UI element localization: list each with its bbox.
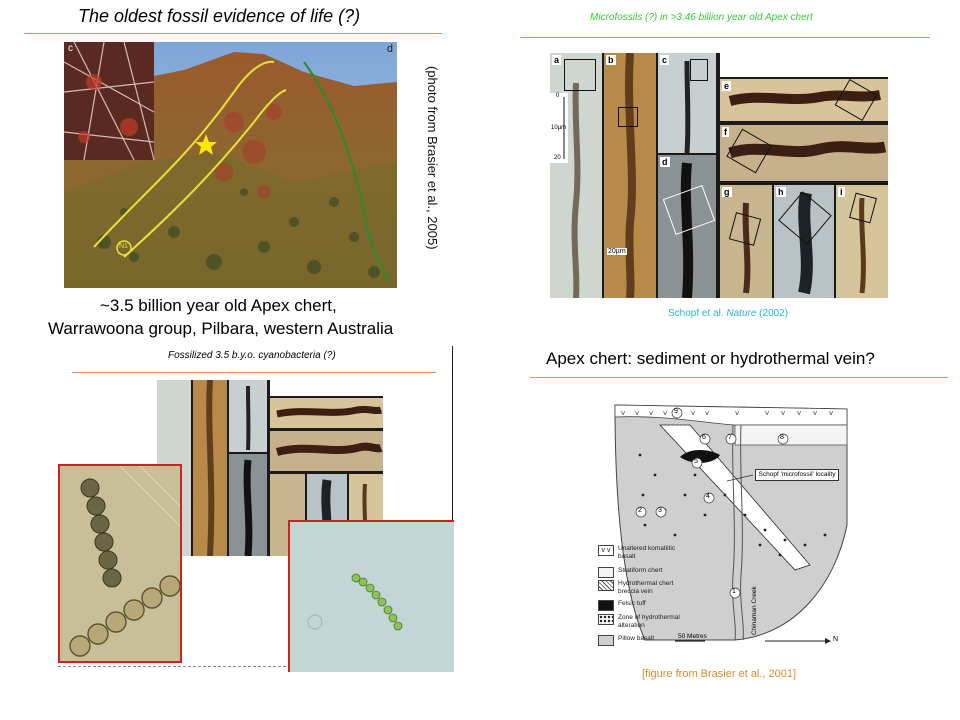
plate-panel-e: e	[722, 81, 732, 91]
circled-num-3: 3	[658, 507, 662, 514]
scale-tick-10: 10µm	[551, 125, 567, 131]
schopf-credit-journal: Nature	[726, 308, 757, 319]
plate-panel-b: b	[606, 55, 616, 65]
apex-question-divider	[530, 377, 948, 378]
plate-panel-h: h	[776, 187, 786, 197]
legend-basalt-text: Unaltered komatiitic basalt	[618, 545, 676, 560]
svg-text:v: v	[797, 409, 801, 417]
oldest-fossil-title: The oldest fossil evidence of life (?)	[78, 6, 361, 26]
scale-tick-20: 20	[554, 155, 561, 161]
legend-pillow-text: Pillow basalt	[618, 635, 655, 642]
apex-chert-outcrop-photo: c d N1	[64, 42, 397, 288]
outcrop-caption-line1: ~3.5 billion year old Apex chert,	[100, 296, 337, 315]
scale-bar-label: 20µm	[607, 248, 627, 255]
schopf-credit-author: Schopf	[668, 308, 700, 319]
svg-text:v: v	[635, 409, 639, 417]
circled-num-9: 9	[674, 408, 678, 415]
svg-text:v: v	[781, 409, 785, 417]
microfossils-divider	[520, 37, 930, 38]
plate-panel-g: g	[722, 187, 732, 197]
brasier-figure-credit: [figure from Brasier et al., 2001]	[642, 668, 797, 680]
n1-marker-label: N1	[119, 243, 128, 250]
svg-text:v: v	[735, 409, 739, 417]
microfossils-title: Microfossils (?) in >3.46 billion year o…	[590, 12, 813, 23]
svg-text:v: v	[765, 409, 769, 417]
plate-panel-i: i	[838, 187, 845, 197]
vertical-separator	[452, 346, 453, 672]
circled-num-1: 1	[732, 588, 736, 595]
schopf-credit-middle: et al.	[699, 308, 727, 319]
circled-num-8: 8	[780, 434, 784, 441]
schopf-credit-year: (2002)	[756, 308, 789, 319]
circled-num-4: 4	[706, 493, 710, 500]
legend-breccia-text: Hydrothermal chert breccia vein	[618, 580, 674, 595]
highlight-box-b	[618, 107, 638, 127]
title-divider	[24, 33, 442, 34]
legend-stratiform-text: Stratiform chert	[618, 567, 663, 574]
plate-panel-a: a	[552, 55, 562, 65]
chinaman-creek-label: Chinaman Creek	[751, 586, 758, 635]
circled-num-7: 7	[728, 434, 732, 441]
schopf-locality-box: Schopf 'microfossil' locality	[755, 469, 839, 481]
schopf-credit: Schopf et al. Nature (2002)	[668, 308, 788, 319]
legend-felsic-text: Felsic tuff	[618, 600, 646, 607]
svg-text:v: v	[691, 409, 695, 417]
circled-num-6: 6	[702, 434, 706, 441]
bottom-dashed-line	[58, 666, 451, 667]
highlight-box-a	[564, 59, 596, 91]
svg-text:v: v	[813, 409, 817, 417]
legend-alteration-text: Zone of hydrothermal alteration	[618, 614, 680, 629]
green-cyanobacteria-photo	[288, 520, 454, 672]
svg-text:v: v	[649, 409, 653, 417]
circled-num-5: 5	[694, 458, 698, 465]
cyanobacteria-title: Fossilized 3.5 b.y.o. cyanobacteria (?)	[168, 350, 336, 361]
scale-label-50m: 50 Metres	[678, 633, 707, 640]
plate-panel-f: f	[722, 127, 729, 137]
scale-tick-0: 0	[556, 93, 560, 99]
svg-text:v: v	[663, 409, 667, 417]
north-arrow-label: N	[833, 636, 839, 643]
circled-num-2: 2	[638, 507, 642, 514]
outcrop-caption-line2: Warrawoona group, Pilbara, western Austr…	[48, 319, 394, 338]
schopf-microfossil-plate: a b c d e f g h i 0 10µm 20 20µm	[550, 53, 888, 298]
apex-chert-question-title: Apex chert: sediment or hydrothermal vei…	[546, 349, 875, 368]
modern-cyanobacteria-chain-photo	[58, 464, 182, 663]
highlight-box-c	[690, 59, 708, 81]
cyanobacteria-divider	[72, 372, 436, 373]
photo-letter-d: d	[386, 43, 393, 55]
photo-letter-c: c	[68, 43, 73, 54]
svg-text:v: v	[705, 409, 709, 417]
svg-text:v: v	[621, 409, 625, 417]
photo-credit-vertical: (photo from Brasier et al., 2005)	[425, 66, 440, 250]
plate-panel-d: d	[660, 157, 670, 167]
plate-panel-c: c	[660, 55, 670, 65]
svg-text:v: v	[829, 409, 833, 417]
